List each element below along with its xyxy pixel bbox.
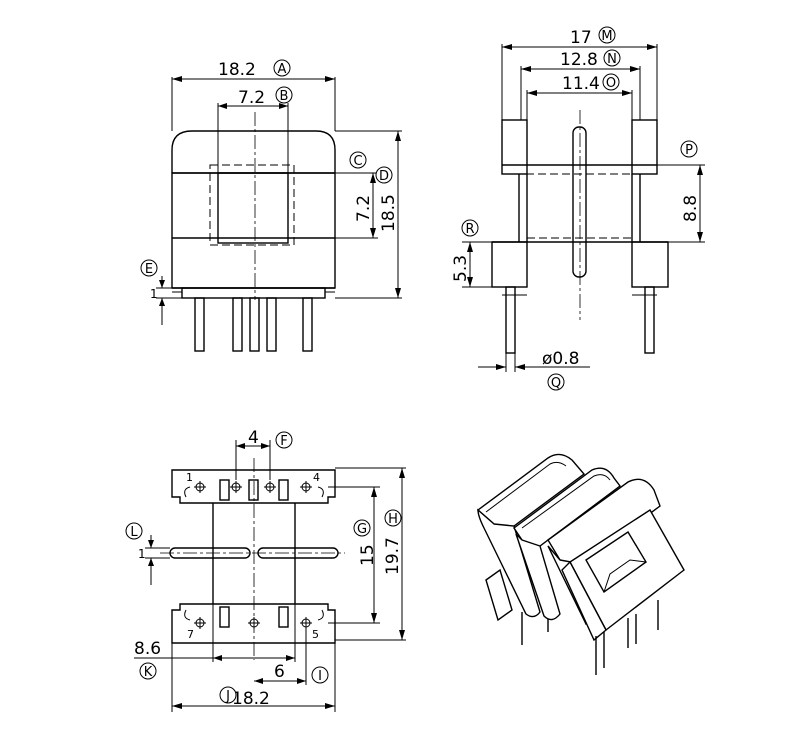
front-label-e: E: [145, 262, 153, 277]
side-label-q: Q: [551, 376, 561, 391]
front-label-d: D: [379, 169, 389, 184]
front-bobbin-body: [171, 172, 336, 289]
bottom-dim-k-value: 8.6: [134, 639, 161, 659]
bottom-dim-h-value: 19.7: [383, 537, 403, 575]
front-dim-e-value: 1: [150, 287, 158, 301]
side-label-r: R: [465, 222, 474, 237]
side-view: 17 M 12.8 N 11.4 O 8.8 P: [451, 26, 705, 391]
pin-number-7: 7: [187, 628, 194, 641]
bottom-label-g: G: [357, 522, 367, 537]
side-dim-m-value: 17: [570, 28, 592, 48]
side-dim-o-value: 11.4: [562, 74, 600, 94]
bottom-label-i: I: [318, 669, 322, 684]
front-dim-b-value: 7.2: [238, 88, 265, 108]
front-view: 18.2 A 7.2 B 7.2 18.5 C D: [140, 59, 402, 352]
side-dim-p-value: 8.8: [681, 195, 701, 222]
front-dim-c-value: 7.2: [354, 195, 374, 222]
pin-number-5: 5: [312, 628, 319, 641]
pin-number-1: 1: [186, 471, 193, 484]
bottom-label-f: F: [280, 434, 287, 449]
front-pins: [194, 297, 313, 352]
bottom-label-j: J: [225, 689, 230, 704]
front-label-a: A: [278, 62, 287, 77]
bottom-dim-l-value: 1: [138, 547, 146, 561]
side-dim-r-value: 5.3: [451, 255, 471, 282]
bottom-dim-j-value: 18.2: [232, 689, 270, 709]
pin-number-4: 4: [313, 471, 320, 484]
bottom-bottom-flange: [171, 603, 336, 644]
front-label-b: B: [280, 89, 289, 104]
side-label-n: N: [607, 52, 617, 67]
front-label-c: C: [353, 154, 362, 169]
bottom-dim-g-value: 15: [358, 544, 378, 566]
front-dim-d-value: 18.5: [379, 194, 399, 232]
side-label-m: M: [601, 29, 612, 44]
side-dim-n-value: 12.8: [560, 50, 598, 70]
side-center-plate: [572, 126, 587, 278]
isometric-view: [476, 453, 685, 675]
front-window: [217, 172, 289, 244]
bottom-label-h: H: [388, 512, 398, 527]
front-dim-a-value: 18.2: [218, 60, 256, 80]
bottom-label-k: K: [144, 665, 153, 680]
side-dim-q-value: ø0.8: [542, 349, 579, 369]
front-bobbin-top-flange: [171, 130, 336, 173]
bottom-top-flange: [171, 469, 336, 504]
bottom-view: 1 4 7 5 4 F 15 19.7 G H: [125, 428, 406, 712]
bottom-label-l: L: [130, 525, 138, 540]
side-label-p: P: [685, 143, 693, 158]
bottom-dim-f-value: 4: [248, 428, 259, 448]
bottom-dim-i-value: 6: [274, 662, 285, 682]
side-label-o: O: [606, 76, 616, 91]
